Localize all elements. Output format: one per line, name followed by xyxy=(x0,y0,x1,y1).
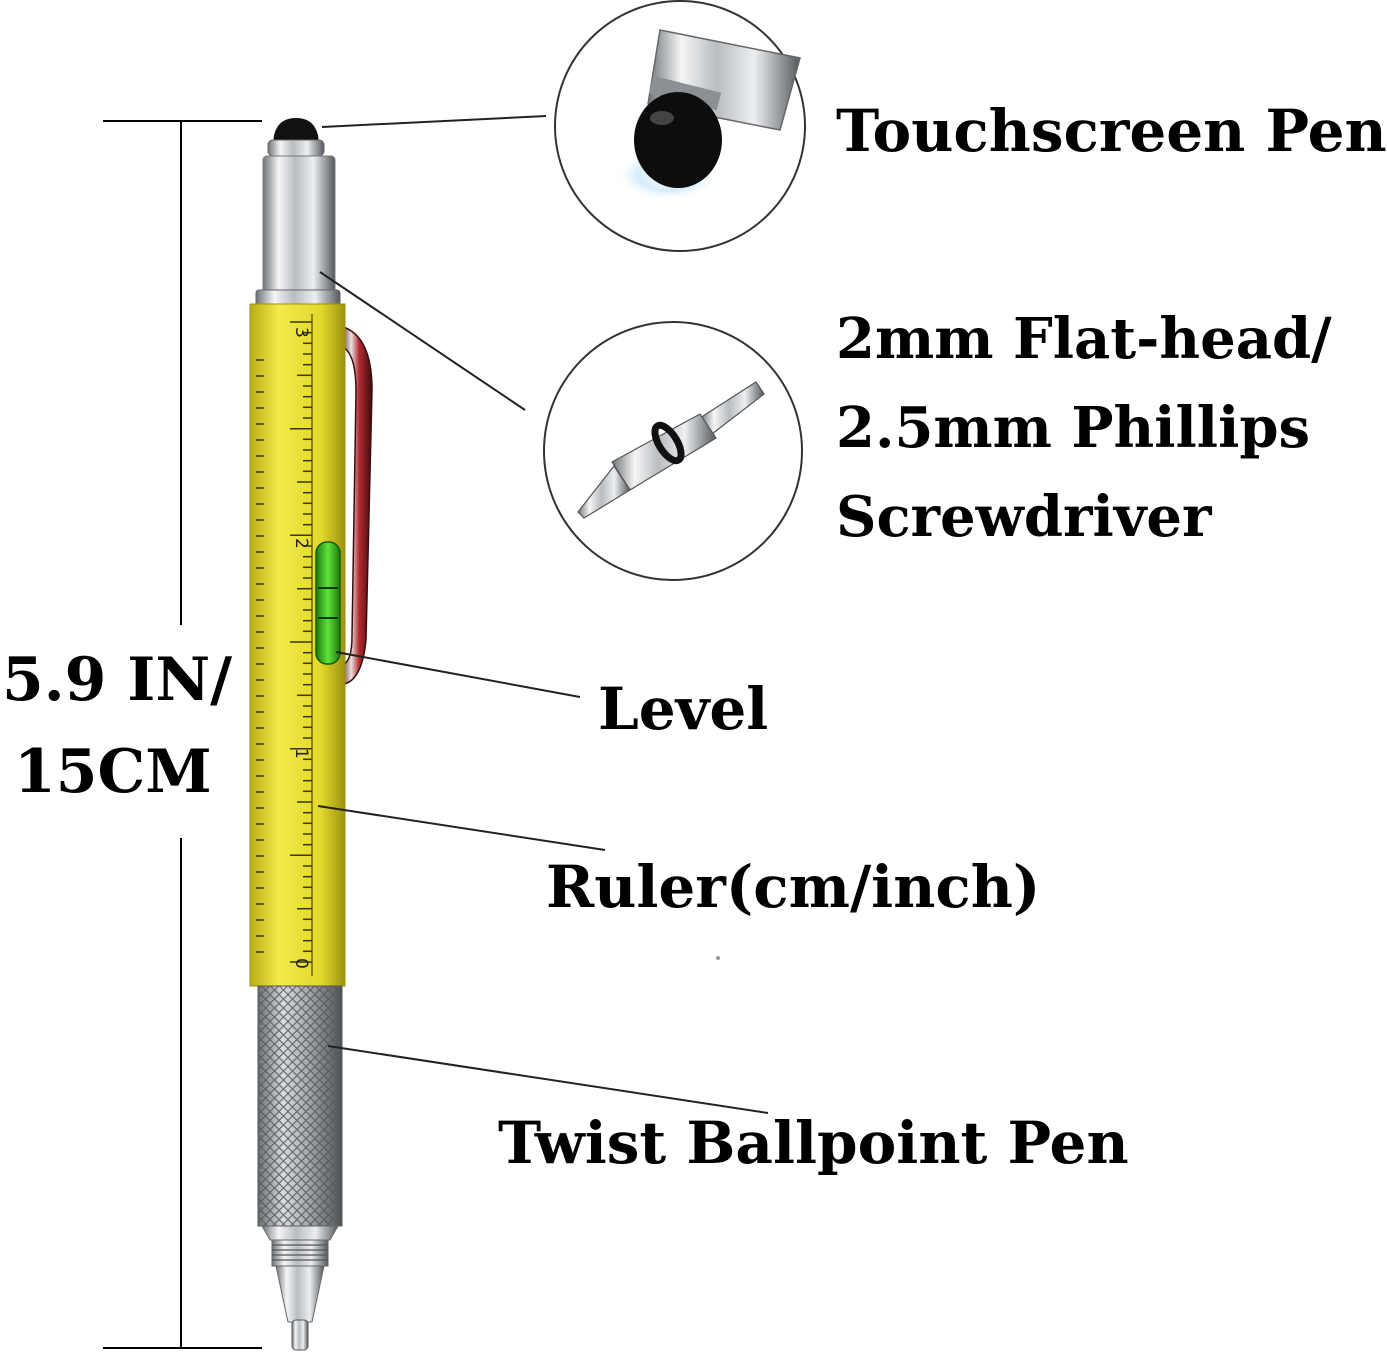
label-screwdriver-line2: 2.5mm Phillips xyxy=(836,395,1311,461)
label-twist-ballpoint-pen: Twist Ballpoint Pen xyxy=(498,1109,1129,1177)
ruler-ticks xyxy=(256,321,312,963)
level-vial xyxy=(315,541,341,665)
leader-ruler xyxy=(317,805,606,851)
ruler-number-1: 1 xyxy=(291,748,311,759)
spring-coils xyxy=(272,1244,328,1261)
phillips-bit xyxy=(577,464,631,519)
leader-ballpoint xyxy=(327,1045,769,1114)
knurl-texture xyxy=(258,986,342,1226)
dimension-label-cm: 15CM xyxy=(14,737,212,807)
touchscreen-detail-circle xyxy=(554,0,806,252)
ruler-number-2: 2 xyxy=(291,538,311,549)
ballpoint-tip xyxy=(291,1319,309,1351)
dimension-label-inches: 5.9 IN/ xyxy=(2,645,233,715)
label-screwdriver-line3: Screwdriver xyxy=(836,484,1212,550)
leader-level xyxy=(335,651,581,698)
bit-o-ring xyxy=(651,421,685,465)
ruler-number-3: 3 xyxy=(291,327,311,338)
label-level: Level xyxy=(598,675,769,743)
stylus-collar xyxy=(267,139,325,157)
screwdriver-detail-circle xyxy=(543,321,803,581)
label-ruler: Ruler(cm/inch) xyxy=(546,853,1041,921)
chrome-cap xyxy=(262,155,336,303)
lower-cone xyxy=(261,1225,339,1241)
pen-nose-cone xyxy=(275,1265,325,1323)
stray-dot xyxy=(716,956,720,960)
leader-touchscreen xyxy=(321,115,547,128)
detail-stylus-tip xyxy=(634,92,722,188)
spring-section xyxy=(271,1239,329,1267)
ruler-number-0: 0 xyxy=(291,958,311,969)
detail-stylus-highlight xyxy=(650,111,674,125)
stylus-tip xyxy=(273,118,319,146)
label-touchscreen-pen: Touchscreen Pen xyxy=(836,97,1387,165)
leader-screwdriver xyxy=(319,271,526,411)
label-screwdriver-line1: 2mm Flat-head/ xyxy=(836,306,1332,372)
